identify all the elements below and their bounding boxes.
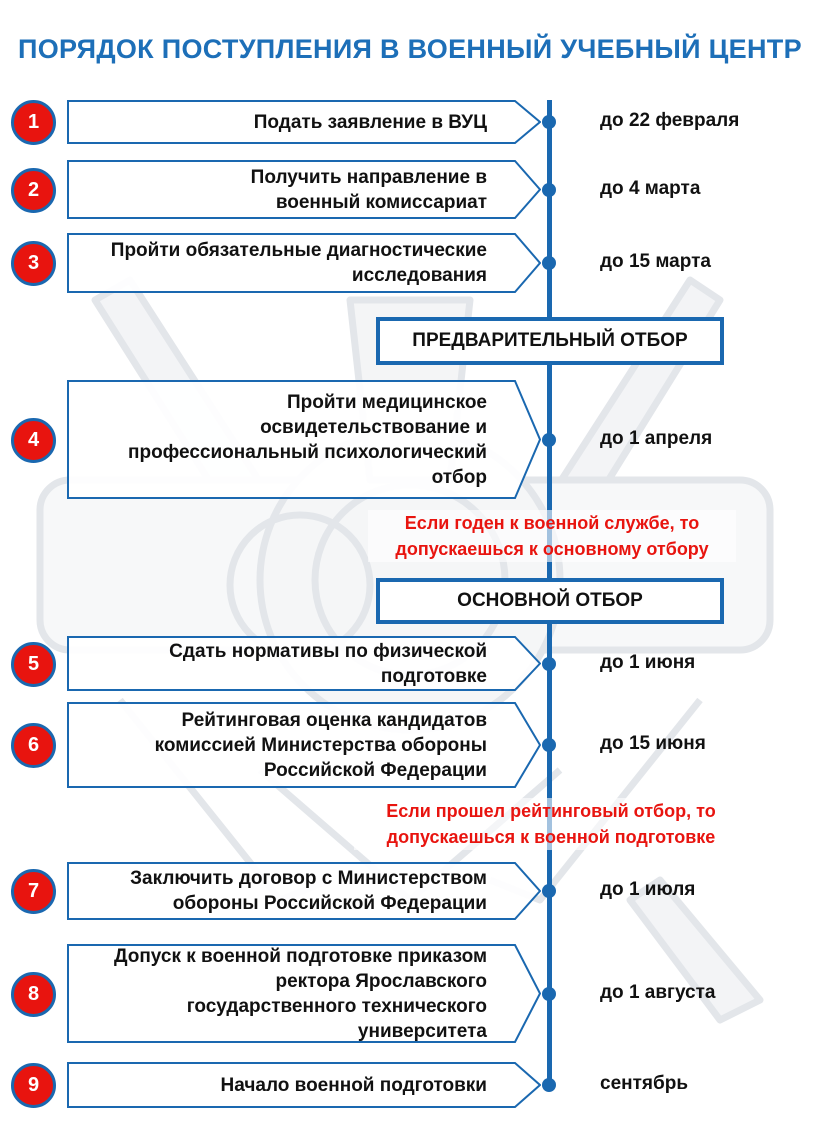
step-number-badge: 2	[11, 167, 56, 213]
step-text: Рейтинговая оценка кандидатов комиссией М…	[73, 702, 487, 788]
step-text-line: ректора Ярославского	[275, 970, 487, 992]
step-text: Заключить договор с Министерством обороны…	[73, 862, 487, 920]
step-text-line: освидетельствование и	[260, 416, 487, 438]
step-text-line: Начало военной подготовки	[220, 1074, 487, 1096]
step-text: Начало военной подготовки	[73, 1062, 487, 1108]
step-text-line: профессиональный психологический	[127, 441, 487, 463]
step-deadline: до 15 марта	[600, 251, 711, 272]
step-text-line: Получить направление в	[250, 166, 487, 188]
timeline-dot	[542, 738, 556, 752]
step-text: Допуск к военной подготовке приказом рект…	[73, 944, 487, 1043]
step-deadline: до 22 февраля	[600, 110, 740, 131]
timeline-dot	[542, 432, 556, 447]
timeline-dot	[542, 986, 556, 1001]
step-text-line: государственного технического	[186, 995, 487, 1017]
step-text-line: Пройти обязательные диагностические	[110, 240, 487, 261]
stage-main: ОСНОВНОЙ ОТБОР	[376, 578, 724, 624]
step-number-badge: 6	[11, 723, 56, 768]
step-arrow-shape	[67, 636, 541, 691]
step-text-line: Российской Федерации	[263, 759, 487, 781]
step-text-line: Допуск к военной подготовке приказом	[113, 945, 487, 967]
step-box: Получить направление в военный комиссариа…	[67, 160, 541, 219]
step-text-line: Заключить договор с Министерством	[130, 868, 487, 889]
step-deadline: до 4 марта	[600, 177, 701, 199]
step-box: Пройти медицинское освидетельствование и п…	[67, 380, 541, 499]
step-text-line: университета	[357, 1020, 487, 1042]
step-text-line: Рейтинговая оценка кандидатов	[181, 709, 487, 731]
step-text: Пройти обязательные диагностические иссле…	[73, 233, 487, 293]
step-box: Подать заявление в ВУЦ	[67, 100, 541, 144]
timeline-dot	[542, 115, 556, 129]
step-number-badge: 5	[11, 641, 56, 687]
step-deadline: сентябрь	[600, 1073, 689, 1094]
note-line: допускаешься к военной подготовке	[386, 827, 716, 847]
step-text-line: отбор	[431, 466, 487, 488]
step-number-badge: 8	[11, 971, 56, 1017]
step-text-line: исследования	[351, 265, 487, 286]
note-line: Если годен к военной службе, то	[404, 513, 700, 533]
stage-preliminary: ПРЕДВАРИТЕЛЬНЫЙ ОТБОР	[376, 317, 724, 365]
step-number-badge: 9	[11, 1063, 56, 1108]
step-deadline: до 1 июня	[600, 651, 696, 673]
step-box: Заключить договор с Министерством обороны…	[67, 862, 541, 920]
step-arrow-shape	[67, 100, 541, 144]
note-line: допускаешься к основному отбору	[395, 539, 709, 559]
step-number-badge: 1	[11, 100, 56, 145]
step-arrow-shape	[67, 160, 541, 219]
step-text: Получить направление в военный комиссариа…	[73, 160, 487, 219]
step-box: Сдать нормативы по физической подготовке	[67, 636, 541, 691]
step-number-badge: 4	[11, 417, 56, 463]
page-title: ПОРЯДОК ПОСТУПЛЕНИЯ В ВОЕННЫЙ УЧЕБНЫЙ ЦЕ…	[18, 34, 802, 64]
step-deadline: до 1 апреля	[600, 427, 713, 449]
step-deadline: до 1 июля	[600, 879, 696, 900]
note-rating: Если прошел рейтинговый отбор, то допуск…	[354, 798, 748, 850]
step-text-line: военный комиссариат	[275, 191, 487, 213]
step-arrow-shape	[67, 702, 541, 788]
step-deadline: до 1 августа	[600, 981, 716, 1003]
timeline-dot	[542, 884, 556, 898]
step-arrow-shape	[67, 862, 541, 920]
step-deadline: до 15 июня	[600, 733, 706, 754]
timeline-dot	[542, 1078, 556, 1092]
step-arrow-shape	[67, 233, 541, 293]
step-box: Пройти обязательные диагностические иссле…	[67, 233, 541, 293]
note-fitness: Если годен к военной службе, то допускае…	[368, 510, 736, 562]
step-box: Рейтинговая оценка кандидатов комиссией М…	[67, 702, 541, 788]
step-box: Начало военной подготовки	[67, 1062, 541, 1108]
step-text-line: подготовке	[380, 665, 487, 687]
step-text-line: Сдать нормативы по физической	[169, 640, 487, 662]
step-number-badge: 7	[11, 869, 56, 914]
step-text: Сдать нормативы по физической подготовке	[73, 636, 487, 691]
timeline-dot	[542, 656, 556, 671]
step-text-line: Пройти медицинское	[286, 391, 487, 413]
step-arrow-shape	[67, 380, 541, 499]
step-number-badge: 3	[11, 241, 56, 286]
timeline-dot	[542, 182, 556, 197]
note-line: Если прошел рейтинговый отбор, то	[386, 801, 716, 821]
step-text-line: комиссией Министерства обороны	[154, 734, 487, 756]
timeline-dot	[542, 256, 556, 270]
step-arrow-shape	[67, 944, 541, 1043]
step-text-line: Подать заявление в ВУЦ	[253, 111, 487, 133]
step-text-line: обороны Российской Федерации	[172, 893, 487, 914]
step-text: Пройти медицинское освидетельствование и п…	[73, 380, 487, 499]
step-text: Подать заявление в ВУЦ	[73, 100, 487, 144]
step-arrow-shape	[67, 1062, 541, 1108]
step-box: Допуск к военной подготовке приказом рект…	[67, 944, 541, 1043]
